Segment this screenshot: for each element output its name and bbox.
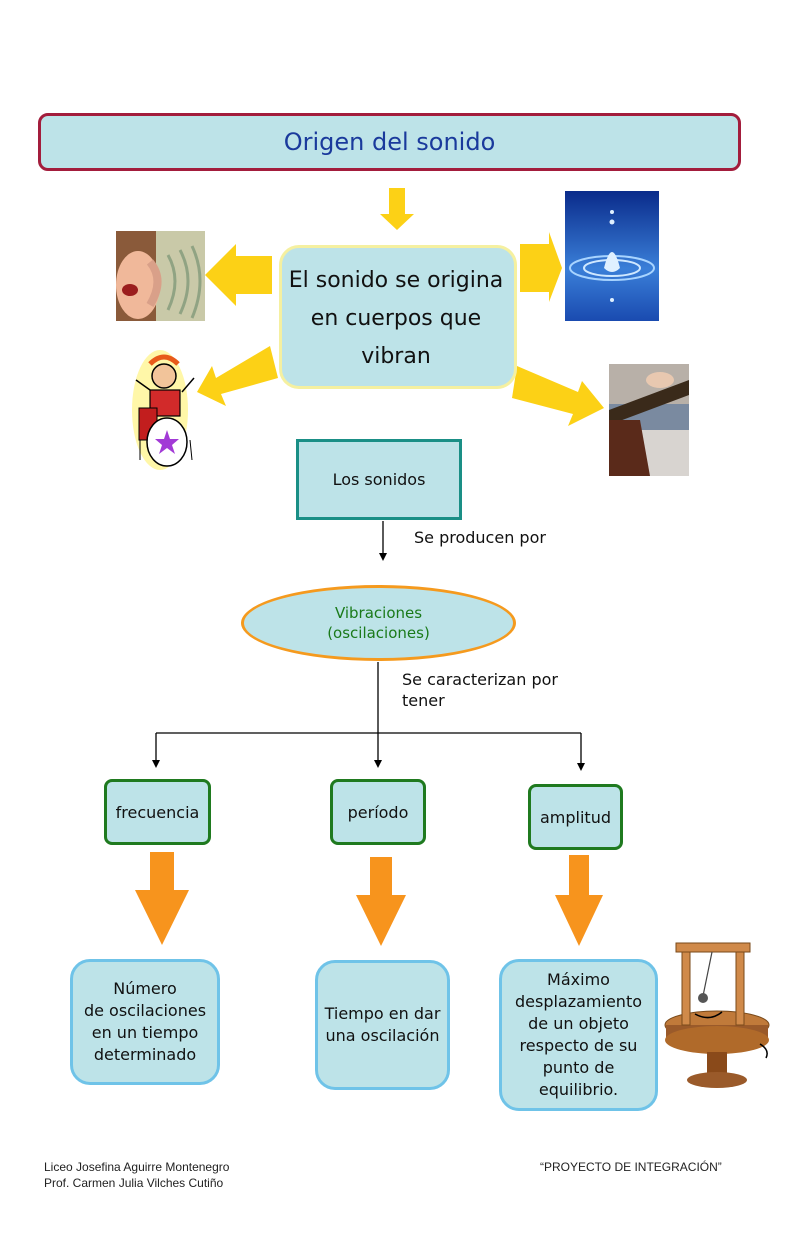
definition-line: desplazamiento bbox=[514, 992, 643, 1011]
frecuencia-label: frecuencia bbox=[115, 802, 200, 822]
water-drop-image bbox=[565, 191, 659, 321]
periodo-label: período bbox=[347, 802, 409, 822]
frecuencia-definition-box: Número de oscilaciones en un tiempo dete… bbox=[70, 959, 220, 1085]
definition-line: una oscilación bbox=[325, 1026, 440, 1045]
center-concept-text: El sonido se origina en cuerpos que vibr… bbox=[262, 262, 530, 376]
violin-bow-image bbox=[609, 364, 689, 476]
definition-line: de un objeto bbox=[528, 1014, 629, 1033]
title-text: Origen del sonido bbox=[283, 128, 496, 156]
footer-school: Liceo Josefina Aguirre Montenegro bbox=[44, 1160, 230, 1174]
yellow-arrow-down bbox=[380, 188, 414, 230]
los-sonidos-box: Los sonidos bbox=[296, 439, 462, 520]
definition-line: en un tiempo bbox=[91, 1023, 199, 1042]
title-banner: Origen del sonido bbox=[38, 113, 741, 171]
se-producen-por-label: Se producen por bbox=[414, 528, 546, 547]
periodo-definition-box: Tiempo en dar una oscilación bbox=[315, 960, 450, 1090]
orange-arrow-frecuencia bbox=[135, 852, 189, 945]
se-caracterizan-line-2: tener bbox=[402, 691, 445, 710]
definition-line: de oscilaciones bbox=[83, 1001, 207, 1020]
vibraciones-line-1: Vibraciones bbox=[334, 604, 423, 622]
drummer-image bbox=[132, 350, 195, 470]
definition-line: determinado bbox=[93, 1045, 197, 1064]
yellow-arrow-left bbox=[205, 244, 272, 306]
yellow-arrow-lower-right bbox=[512, 366, 604, 426]
definition-line: punto de bbox=[542, 1058, 615, 1077]
definition-line: Número bbox=[113, 979, 177, 998]
footer-project: “PROYECTO DE INTEGRACIÓN” bbox=[540, 1160, 722, 1174]
amplitud-box: amplitud bbox=[528, 784, 623, 850]
center-line-1: El sonido se origina bbox=[288, 268, 504, 293]
los-sonidos-label: Los sonidos bbox=[332, 470, 426, 489]
periodo-box: período bbox=[330, 779, 426, 845]
amplitud-definition-box: Máximo desplazamiento de un objeto respe… bbox=[499, 959, 658, 1111]
orange-arrow-periodo bbox=[356, 857, 406, 946]
shouting-woman-image bbox=[116, 231, 205, 321]
footer-left: Liceo Josefina Aguirre Montenegro Prof. … bbox=[44, 1159, 229, 1191]
amplitud-label: amplitud bbox=[539, 807, 611, 827]
definition-line: Tiempo en dar bbox=[324, 1004, 441, 1023]
vibraciones-line-2: (oscilaciones) bbox=[327, 624, 430, 642]
yellow-arrow-lower-left bbox=[197, 346, 278, 406]
se-caracterizan-line-1: Se caracterizan por bbox=[402, 670, 558, 689]
definition-line: Máximo bbox=[547, 970, 610, 989]
yellow-arrow-right bbox=[520, 232, 562, 302]
vibraciones-ellipse: Vibraciones (oscilaciones) bbox=[241, 585, 516, 661]
footer-teacher: Prof. Carmen Julia Vilches Cutiño bbox=[44, 1176, 224, 1190]
definition-line: equilibrio. bbox=[538, 1080, 619, 1099]
orange-arrow-amplitud bbox=[555, 855, 603, 946]
frecuencia-box: frecuencia bbox=[104, 779, 211, 845]
center-line-3: vibran bbox=[361, 344, 431, 369]
pendulum-image bbox=[664, 942, 770, 1088]
center-line-2: en cuerpos que bbox=[310, 306, 482, 331]
se-caracterizan-label: Se caracterizan por tener bbox=[402, 669, 558, 711]
center-concept-box bbox=[279, 245, 517, 389]
definition-line: respecto de su bbox=[519, 1036, 638, 1055]
